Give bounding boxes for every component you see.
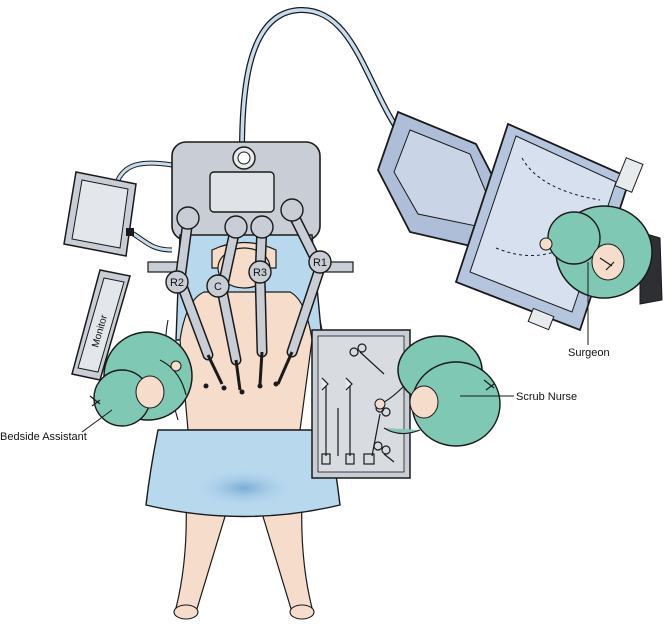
arm-label-r3: R3: [253, 267, 267, 279]
arm-label-r1: R1: [313, 257, 327, 269]
bedside-assistant-leader: [81, 409, 113, 433]
arm-disc-r3: [248, 260, 272, 284]
scrub-nurse: [374, 335, 501, 447]
arm-label-c: C: [214, 281, 222, 293]
robot-arms: R2 C R3 R1: [165, 198, 332, 391]
robot-arm-r2: [174, 206, 224, 385]
arm-disc-c: [206, 274, 230, 298]
bedside-assistant-label: Bedside Assistant: [0, 431, 87, 443]
bedside-assistant: [89, 331, 193, 427]
scrub-nurse-label: Scrub Nurse: [516, 391, 577, 403]
surgeon-label: Surgeon: [568, 347, 610, 359]
instrument-tray: [311, 329, 411, 479]
arm-label-r2: R2: [170, 277, 184, 289]
monitor: Monitor: [71, 269, 131, 381]
arm-disc-r1: [308, 250, 332, 274]
arm-disc-r2: [165, 270, 189, 294]
vision-screen: [63, 171, 137, 257]
surgeon: [539, 205, 653, 299]
